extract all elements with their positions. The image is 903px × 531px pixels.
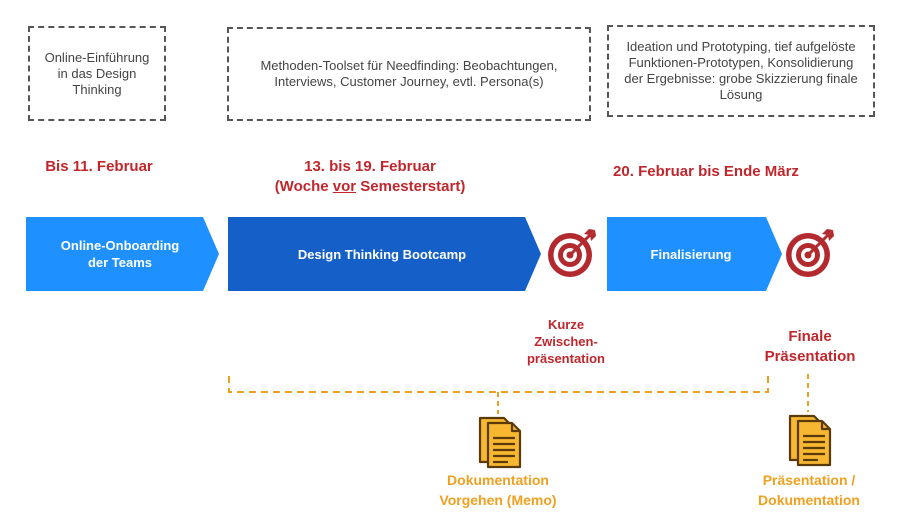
date-label-phase2-line2: (Woche vor Semesterstart) xyxy=(274,178,466,195)
note-box-finalisierung: Ideation und Prototyping, tief aufgelöst… xyxy=(607,25,875,117)
note-box-onboarding: Online-Einführung in das Design Thinking xyxy=(28,26,166,121)
milestone-label-final: Finale Präsentation xyxy=(764,328,856,365)
date-label-phase2: 13. bis 19. Februar (Woche vor Semesters… xyxy=(240,157,500,197)
document-icon xyxy=(788,414,832,467)
deliverable-label-final: Präsentation / Dokumentation xyxy=(758,472,860,508)
phase-label-finalisierung: Finalisierung xyxy=(650,246,732,262)
note-text-finalisierung: Ideation und Prototyping, tief aufgelöst… xyxy=(624,39,858,102)
milestone-label-interim: Kurze Zwischen- präsentation xyxy=(526,317,605,366)
arrow-shape-finalisierung xyxy=(607,217,782,291)
phase-label-bootcamp: Design Thinking Bootcamp xyxy=(297,246,467,262)
note-text-onboarding: Online-Einführung in das Design Thinking xyxy=(44,49,150,97)
phase-label-onboarding: Online-Onboarding der Teams xyxy=(60,238,180,270)
note-text-bootcamp: Methoden-Toolset für Needfinding: Beobac… xyxy=(260,58,558,89)
arrow-shape-onboarding xyxy=(26,217,219,291)
arrow-shape-bootcamp xyxy=(228,217,541,291)
target-icon xyxy=(548,229,596,277)
note-box-bootcamp: Methoden-Toolset für Needfinding: Beobac… xyxy=(227,27,591,121)
date-label-phase2-line1: 13. bis 19. Februar xyxy=(304,158,436,175)
target-icon xyxy=(786,229,834,277)
document-icon xyxy=(478,416,522,469)
date-label-phase1: Bis 11. Februar xyxy=(45,158,153,175)
date-label-phase3: 20. Februar bis Ende März xyxy=(613,163,799,180)
deliverable-label-memo: Dokumentation Vorgehen (Memo) xyxy=(439,472,557,508)
